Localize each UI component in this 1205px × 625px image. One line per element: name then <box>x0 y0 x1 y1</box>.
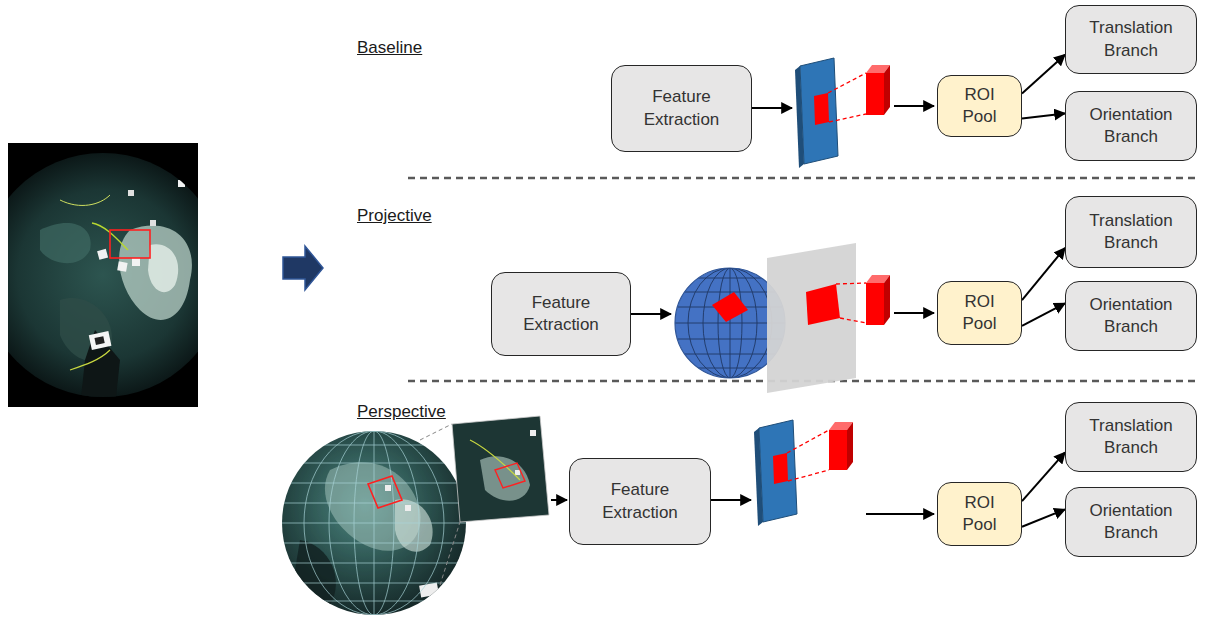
box-label: Orientation Branch <box>1075 294 1187 338</box>
box-label: Orientation Branch <box>1075 500 1187 544</box>
process-box: Feature Extraction <box>611 65 752 152</box>
box-label: ROI Pool <box>955 291 1005 335</box>
box-label: ROI Pool <box>955 492 1005 536</box>
box-label: Orientation Branch <box>1075 104 1187 148</box>
process-box: ROI Pool <box>937 482 1022 546</box>
connector-arrow <box>1022 509 1065 526</box>
box-label: Feature Extraction <box>622 86 742 130</box>
box-label: Translation Branch <box>1075 415 1187 459</box>
process-box: Feature Extraction <box>569 458 711 545</box>
section-title: Projective <box>357 206 432 226</box>
process-box: ROI Pool <box>937 281 1022 345</box>
section-title: Baseline <box>357 38 422 58</box>
connector-arrow <box>1022 55 1065 94</box>
process-box: Translation Branch <box>1065 5 1197 74</box>
process-box: Translation Branch <box>1065 196 1197 268</box>
box-label: ROI Pool <box>955 84 1005 128</box>
process-box: Orientation Branch <box>1065 281 1197 351</box>
box-label: Feature Extraction <box>580 479 700 523</box>
section-title: Perspective <box>357 402 446 422</box>
process-box: Orientation Branch <box>1065 91 1197 161</box>
box-label: Feature Extraction <box>501 292 621 336</box>
connector-arrow <box>1022 248 1065 300</box>
connector-arrow <box>1022 303 1065 325</box>
process-box: Orientation Branch <box>1065 487 1197 557</box>
process-box: Feature Extraction <box>491 272 631 356</box>
process-box: Translation Branch <box>1065 402 1197 472</box>
process-box: ROI Pool <box>937 75 1022 137</box>
box-label: Translation Branch <box>1075 17 1187 61</box>
connector-arrow <box>1022 113 1065 118</box>
connector-arrow <box>1022 452 1065 501</box>
box-label: Translation Branch <box>1075 210 1187 254</box>
